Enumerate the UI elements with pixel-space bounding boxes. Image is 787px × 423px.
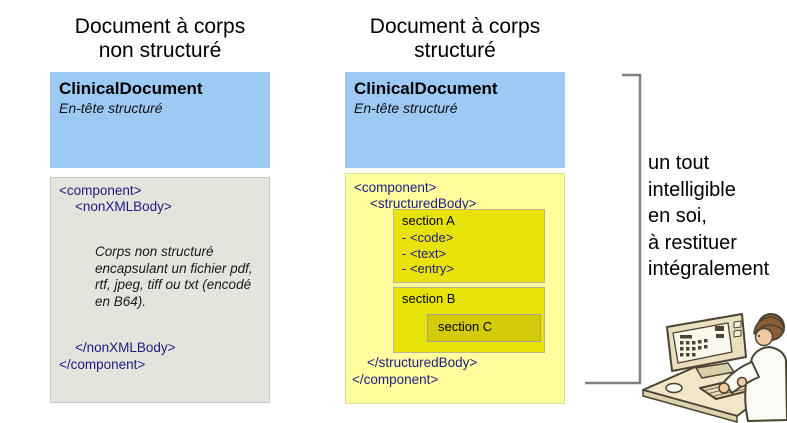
section-a-label: section A (402, 213, 455, 228)
section-a-item-code: - <code> (402, 230, 454, 245)
section-a-item-entry: - <entry> (402, 261, 455, 276)
section-a-box: section A - <code> - <text> - <entry> (393, 209, 545, 283)
open-structuredbody-tag: <structuredBody> (370, 196, 477, 211)
section-b-label: section B (402, 291, 456, 306)
annotation-line: intégralement (648, 258, 770, 280)
close-nonxmlbody-tag: </nonXMLBody> (75, 340, 176, 355)
close-component-tag: </component> (352, 372, 439, 387)
open-component-tag: <component> (354, 180, 437, 195)
section-c-label: section C (438, 319, 493, 334)
description-line: Corps non structuré (95, 244, 214, 259)
description-line: encapsulant un fichier pdf, (95, 260, 253, 276)
annotation-bracket (585, 73, 642, 385)
unstructured-body-description: Corps non structuré encapsulant un fichi… (95, 244, 267, 310)
annotation-line: à restituer (648, 231, 737, 254)
description-line: en B64). (95, 293, 147, 309)
section-b-box: section B section C (393, 287, 545, 353)
structured-body-box: <component> <structuredBody> section A -… (345, 173, 565, 404)
header-subtitle: En-tête structuré (59, 100, 163, 116)
description-line: rtf, jpeg, tiff ou txt (encodé (95, 277, 252, 292)
open-component-tag: <component> (59, 183, 142, 198)
middle-column-title: Document à corps structuré (335, 15, 575, 63)
left-column-title-line1: Document à corps (74, 15, 246, 38)
annotation-line: un tout (648, 152, 710, 174)
middle-clinicaldocument-header-box: ClinicalDocument En-tête structuré (345, 72, 565, 168)
annotation-text: un tout intelligible en soi, à restituer… (648, 150, 769, 283)
header-title: ClinicalDocument (59, 79, 203, 98)
section-a-item-text: - <text> (402, 245, 447, 261)
left-column-title-line2: non structuré (98, 39, 222, 62)
close-structuredbody-tag: </structuredBody> (367, 355, 478, 370)
non-xml-body-box: <component> <nonXMLBody> Corps non struc… (50, 177, 270, 403)
person-at-computer-illustration (642, 313, 787, 423)
section-c-box: section C (427, 314, 541, 342)
middle-column-title-line1: Document à corps (369, 15, 541, 38)
annotation-line: intelligible (648, 178, 736, 201)
close-component-tag: </component> (59, 357, 146, 372)
header-title: ClinicalDocument (354, 79, 498, 98)
header-subtitle: En-tête structuré (354, 100, 458, 116)
middle-column-title-line2: structuré (414, 39, 496, 62)
left-clinicaldocument-header-box: ClinicalDocument En-tête structuré (50, 72, 270, 168)
open-nonxmlbody-tag: <nonXMLBody> (75, 199, 172, 214)
annotation-line: en soi, (648, 205, 707, 227)
section-a-items: - <code> - <text> - <entry> (402, 230, 454, 277)
left-column-title: Document à corps non structuré (40, 15, 280, 63)
